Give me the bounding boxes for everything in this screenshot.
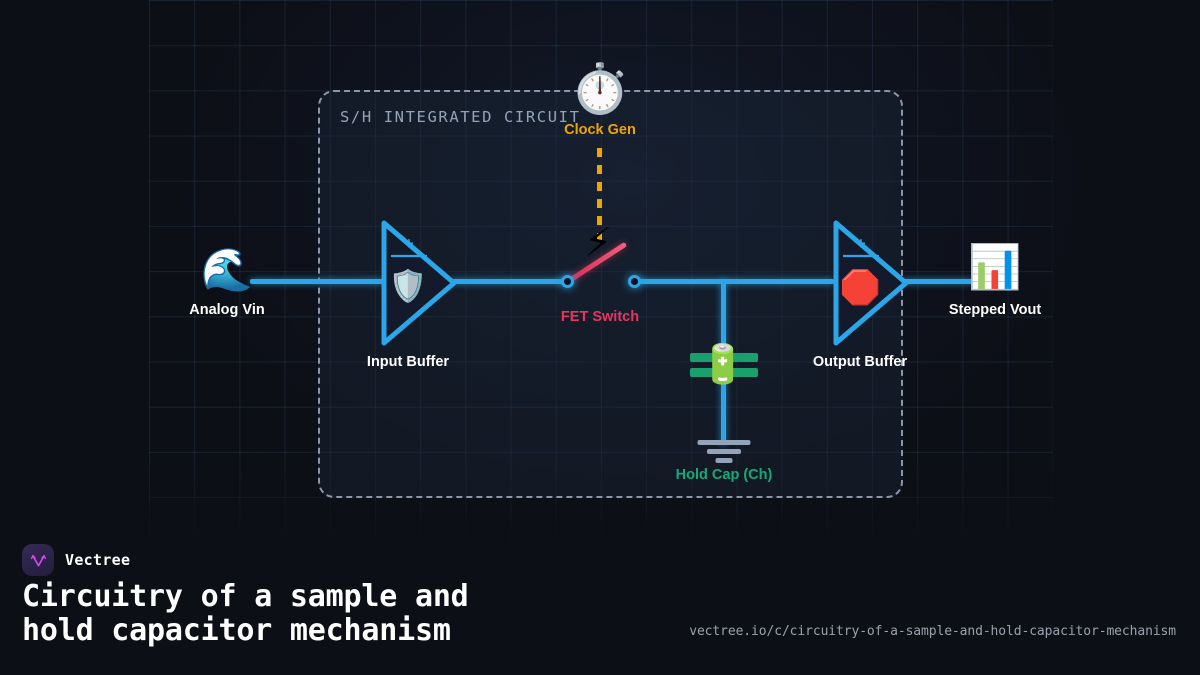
input-buffer-label: Input Buffer <box>366 354 450 370</box>
wire-switch-to-output-buffer <box>634 279 834 284</box>
clock-control-line <box>597 148 602 240</box>
wire-vin-to-input-buffer <box>250 279 384 284</box>
ocean-wave-icon[interactable]: 🌊 <box>200 245 254 294</box>
clock-gen-label: Clock Gen <box>564 122 636 138</box>
input-buffer-polarity-mark: + <box>403 236 415 252</box>
switch-terminal-right[interactable] <box>628 275 641 288</box>
sh-integrated-circuit-title: S/H INTEGRATED CIRCUIT <box>340 108 581 126</box>
output-buffer-symbol[interactable] <box>833 220 909 346</box>
switch-terminal-left[interactable] <box>561 275 574 288</box>
ground-bar-3 <box>715 458 733 463</box>
ground-bar-2 <box>707 449 741 454</box>
stopwatch-icon[interactable]: ⏱️ <box>570 61 630 117</box>
shield-icon: 🛡️ <box>388 268 428 305</box>
battery-icon[interactable]: 🔋 <box>699 342 747 386</box>
stop-sign-icon: 🛑 <box>839 267 881 307</box>
input-buffer-symbol[interactable] <box>381 220 457 346</box>
output-buffer-label: Output Buffer <box>812 354 908 370</box>
capacitor-plate-bottom <box>690 368 758 377</box>
footer-url: vectree.io/c/circuitry-of-a-sample-and-h… <box>689 624 1176 639</box>
ground-bar-1 <box>697 440 751 445</box>
capacitor-plate-top <box>690 353 758 362</box>
bar-chart-icon[interactable]: 📊 <box>968 242 1022 293</box>
wire-input-buffer-to-switch <box>450 279 570 284</box>
analog-vin-label: Analog Vin <box>189 302 265 318</box>
hold-cap-label: Hold Cap (Ch) <box>675 467 773 483</box>
stepped-vout-label: Stepped Vout <box>948 302 1042 318</box>
brand-name: Vectree <box>65 551 131 569</box>
page-title: Circuitry of a sample and hold capacitor… <box>22 579 469 649</box>
output-buffer-polarity-mark: + <box>855 236 867 252</box>
vectree-logo-icon <box>22 544 54 576</box>
wire-output-buffer-to-vout <box>900 279 973 284</box>
fet-switch-label: FET Switch <box>560 309 640 325</box>
brand-row[interactable]: Vectree <box>22 544 130 576</box>
wire-hold-node-to-ground <box>721 279 726 445</box>
lightning-bolt-icon: ⚡ <box>583 220 613 266</box>
